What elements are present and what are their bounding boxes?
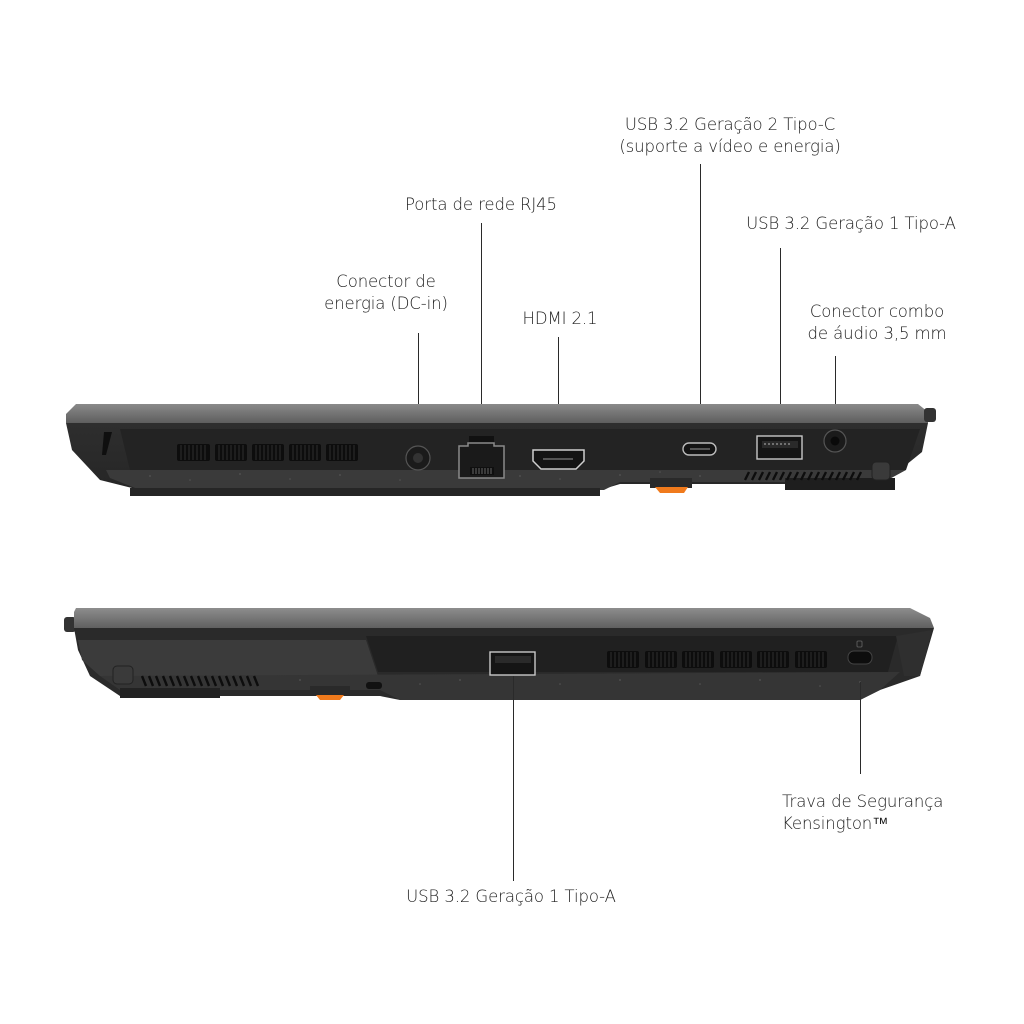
label-line: Conector de [336,272,436,291]
kensington-slot [847,640,873,665]
orange-accent [316,695,344,700]
usb-a-port-right [489,651,536,676]
label-line: USB 3.2 Geração 1 Tipo-A [746,214,956,233]
side-grille [140,675,260,687]
laptop-left-side-view [66,404,936,496]
leader-usb-c [700,164,702,434]
dc-in-port [405,445,431,471]
label-audio: Conector combo de áudio 3,5 mm [792,301,962,345]
label-line: Trava de Segurança [782,792,944,811]
leader-usb-a-right [513,676,515,881]
label-dc-in: Conector de energia (DC-in) [306,271,466,315]
label-line: Porta de rede RJ45 [405,195,557,214]
label-line: de áudio 3,5 mm [807,324,947,343]
label-hdmi: HDMI 2.1 [500,308,620,330]
label-rj45: Porta de rede RJ45 [380,194,582,216]
leader-rj45 [481,223,483,436]
laptop-right-side-view [64,608,934,700]
leader-audio [835,356,837,438]
leader-dc-in [418,333,420,437]
label-line: energia (DC-in) [324,294,448,313]
leader-usb-a-left [780,248,782,434]
label-line: HDMI 2.1 [522,309,598,328]
audio-jack-port [823,429,847,453]
label-line: USB 3.2 Geração 2 Tipo-C [624,115,836,134]
label-usb-c: USB 3.2 Geração 2 Tipo-C (suporte a víde… [590,114,870,158]
leader-hdmi [558,337,560,433]
hdmi-port [532,449,585,470]
label-line: (suporte a vídeo e energia) [619,137,841,156]
label-kensington: Trava de Segurança Kensington™ [782,791,962,835]
label-line: Kensington™ [782,814,889,833]
label-usb-a-right: USB 3.2 Geração 1 Tipo-A [388,886,634,908]
orange-accent [655,487,688,493]
usb-a-port [756,435,803,460]
side-grille [743,471,863,481]
leader-kensington [860,682,862,774]
label-line: Conector combo [809,302,945,321]
label-usb-a-left: USB 3.2 Geração 1 Tipo-A [728,213,974,235]
label-line: USB 3.2 Geração 1 Tipo-A [406,887,616,906]
usb-c-port [682,442,717,456]
rj45-port [458,436,505,479]
